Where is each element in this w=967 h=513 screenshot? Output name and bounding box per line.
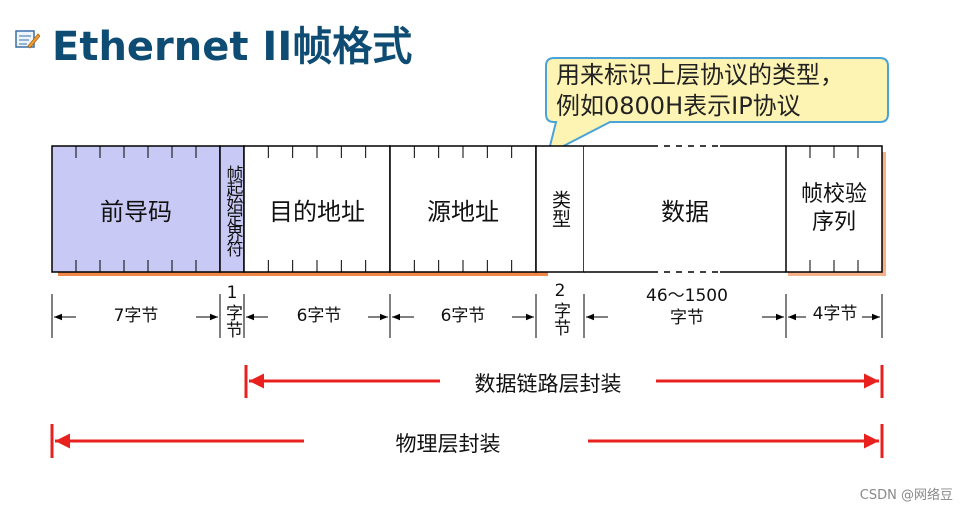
dest-label: 目的地址 (269, 197, 365, 226)
size-sfd-unit: 字节 (222, 304, 242, 338)
preamble-label: 前导码 (100, 197, 172, 226)
size-type: 2 字节 (536, 280, 584, 336)
frame-shapes (51, 145, 886, 276)
size-preamble: 7字节 (113, 306, 159, 326)
callout-text: 用来标识上层协议的类型， 例如0800H表示IP协议 (556, 60, 886, 122)
callout-line-1: 用来标识上层协议的类型， (556, 61, 844, 89)
data-cell (584, 146, 786, 272)
notepad-icon (15, 30, 40, 49)
fcs-shadow-bottom (788, 272, 886, 276)
size-sfd-num: 1 (226, 283, 238, 303)
preamble-cell (51, 145, 221, 273)
size-sfd: 1 字节 (220, 282, 244, 338)
byte-ticks (75, 146, 859, 272)
callout-line-2: 例如0800H表示IP协议 (556, 92, 801, 120)
size-data-range: 46～1500 (646, 286, 728, 306)
src-label: 源地址 (427, 197, 499, 226)
size-type-num: 2 (554, 281, 566, 301)
size-dest: 6字节 (296, 306, 342, 326)
callout-bubble (545, 57, 889, 156)
data-label: 数据 (661, 197, 709, 226)
size-data-unit: 字节 (670, 308, 704, 328)
type-label: 类型 (549, 190, 571, 228)
size-fcs: 4字节 (812, 304, 858, 324)
size-data: 46～1500 字节 (612, 285, 762, 329)
sfd-cell (219, 145, 245, 273)
physical-encapsulation-label: 物理层封装 (395, 432, 501, 456)
page-title: Ethernet II帧格式 (52, 24, 413, 70)
frame-shadow-bottom (58, 272, 548, 276)
fcs-label-line-2: 序列 (811, 210, 856, 235)
fcs-label-line-1: 帧校验 (800, 182, 867, 207)
datalink-encapsulation-label: 数据链路层封装 (474, 372, 622, 396)
size-type-unit: 字节 (550, 302, 570, 336)
size-dimension-lines (51, 294, 883, 338)
encapsulation-arrows (50, 365, 884, 458)
watermark: CSDN @网络豆 (859, 488, 953, 503)
sfd-label: 帧起始定界符 (222, 165, 243, 255)
size-src: 6字节 (440, 306, 486, 326)
fcs-shadow (882, 152, 886, 274)
ethernet-frame: 前导码 帧起始定界符 目的地址 源地址 类型 数据 帧校验 序列 (51, 145, 886, 276)
fcs-label: 帧校验 序列 (786, 146, 882, 272)
fcs-cell (785, 145, 883, 273)
